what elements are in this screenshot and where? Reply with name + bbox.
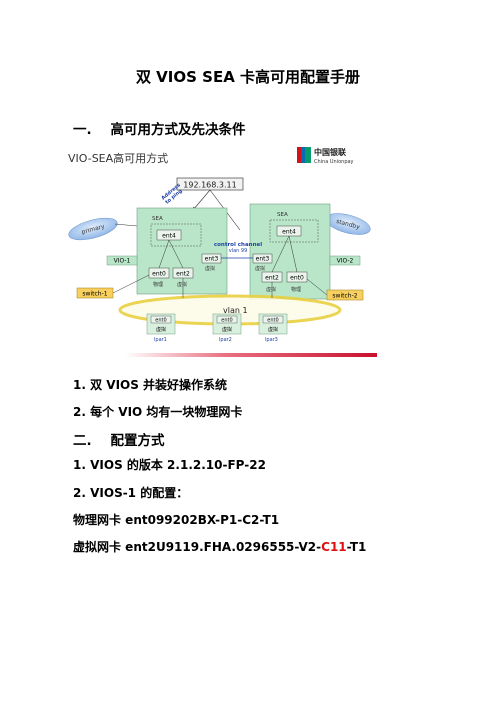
vio2-ent3: ent3 [256,256,270,263]
switch2-label: switch-2 [332,293,357,300]
vio1-ent0-type: 物理 [153,281,163,288]
list-text: VIOS 的版本 2.1.2.10-FP-22 [90,458,266,472]
vio2-ent2-type: 虚拟 [266,286,276,293]
vio1-label: VIO-1 [114,258,131,265]
lpar2-type: 虚拟 [222,326,232,333]
physical-nic-line: 物理网卡 ent099202BX-P1-C2-T1 [73,513,280,527]
unionpay-logo: 中国银联 China Unionpay [297,147,354,165]
list-number: 1. [73,458,86,472]
lpar2: ent0 虚拟 lpar2 [212,313,242,343]
list-text: VIOS-1 的配置： [90,486,189,500]
vio1-sea-label: SEA [152,216,163,222]
vio2-ent3-type: 虚拟 [255,265,265,272]
logo-en-text: China Unionpay [314,159,354,165]
virtual-nic-line: 虚拟网卡 ent2U9119.FHA.0296555-V2-C11-T1 [73,538,366,555]
section-text: 高可用方式及先决条件 [110,122,246,138]
lpar3-type: 虚拟 [268,326,278,333]
list-number: 1. [73,378,86,392]
lpar1-ent0: ent0 [155,318,166,324]
control-channel-label: control channel [214,242,262,248]
section-number: 一. [73,122,92,138]
vio1-ent4: ent4 [162,233,176,240]
vio2-label: VIO-2 [337,258,354,265]
vio2-ent4: ent4 [282,229,296,236]
switch1-label: switch-1 [82,291,107,298]
list-item-3: 1. VIOS 的版本 2.1.2.10-FP-22 [73,456,266,473]
section-number: 二. [73,433,92,449]
virtual-nic-suffix: -T1 [346,540,367,554]
list-text: 双 VIOS 并装好操作系统 [90,378,228,392]
lpar1-type: 虚拟 [156,326,166,333]
vio2-ent0-type: 物理 [291,286,301,293]
virtual-nic-prefix: 虚拟网卡 ent2U9119.FHA.0296555-V2- [73,540,322,554]
vio1-ent0: ent0 [152,271,166,278]
list-number: 2. [73,486,86,500]
list-item-2: 2. 每个 VIO 均有一块物理网卡 [73,403,242,420]
vlan-label: vlan 1 [223,306,248,315]
ip-address: 192.168.3.11 [183,181,236,190]
vio1-ent3: ent3 [205,256,219,263]
section-text: 配置方式 [110,433,165,449]
lpar2-ent0: ent0 [221,318,232,324]
vio1-ent2-type: 虚拟 [177,281,187,288]
vio2-box [249,203,331,300]
red-band [125,353,377,357]
list-text: 每个 VIO 均有一块物理网卡 [90,405,243,419]
vio2-sea-label: SEA [277,212,288,218]
logo-cn-text: 中国银联 [314,147,346,157]
list-item-4: 2. VIOS-1 的配置： [73,484,188,501]
section-heading-2: 二. 配置方式 [73,429,164,449]
network-diagram: VIO-SEA高可用方式 中国银联 China Unionpay 192.168… [68,147,377,357]
list-item-1: 1. 双 VIOS 并装好操作系统 [73,376,227,393]
lpar3-ent0: ent0 [267,318,278,324]
lpar2-label: lpar2 [219,337,232,343]
primary-pill [68,217,118,241]
figure-title: VIO-SEA高可用方式 [68,151,168,165]
lpar1: ent0 虚拟 lpar1 [146,313,176,343]
lpar1-label: lpar1 [154,337,167,343]
document-title: 双 VIOS SEA 卡高可用配置手册 [135,68,361,86]
list-number: 2. [73,405,86,419]
vio2-ent2: ent2 [265,275,279,282]
vio1-ent3-type: 虚拟 [205,265,215,272]
vio1-ent2: ent2 [176,271,190,278]
vio2-ent0: ent0 [290,275,304,282]
vio1-box [136,207,228,295]
virtual-nic-highlight: C11 [321,540,347,554]
lpar3-label: lpar3 [265,337,278,343]
lpar3: ent0 虚拟 lpar3 [258,313,288,343]
control-vlan-label: vlan 99 [229,248,248,254]
section-heading-1: 一. 高可用方式及先决条件 [73,118,245,138]
